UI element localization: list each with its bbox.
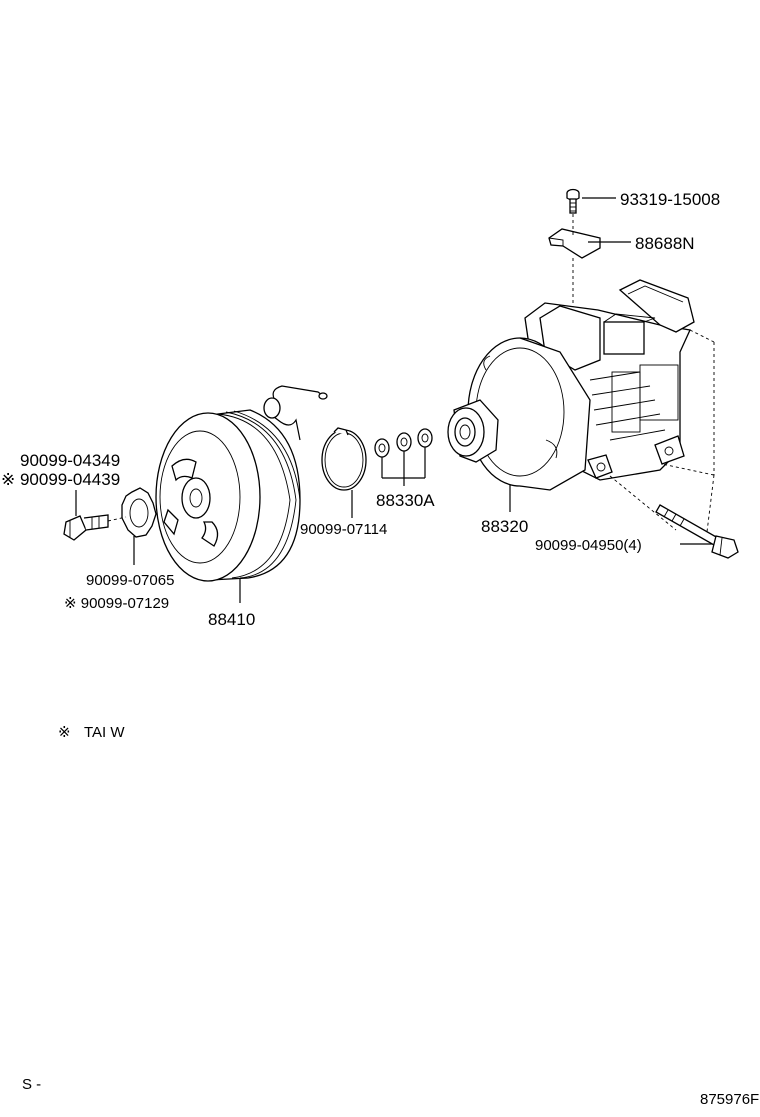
clutch-part <box>155 385 328 582</box>
compressor-part <box>447 279 715 541</box>
label-snap-ring: 90099-07114 <box>300 521 387 538</box>
long-bolt-part <box>655 504 739 559</box>
label-bolt-left-1: 90099-04349 <box>20 451 120 470</box>
label-shims: 88330A <box>376 491 435 510</box>
shims-part <box>374 428 433 458</box>
top-bolt-part <box>566 188 580 214</box>
bracket-part <box>548 214 601 259</box>
snap-ring-part <box>321 427 367 491</box>
corner-left-text: S - <box>22 1076 41 1093</box>
label-compressor: 88320 <box>481 517 528 536</box>
leader-shims <box>381 447 426 486</box>
left-bolt-part <box>63 514 127 541</box>
label-clutch: 88410 <box>208 610 255 629</box>
label-long-bolt: 90099-04950(4) <box>535 537 642 554</box>
label-bolt-left-2: ※ 90099-04439 <box>1 470 120 489</box>
footnote-mark: ※ <box>58 724 71 741</box>
label-bolt-top: 93319-15008 <box>620 190 720 209</box>
footnote-text: TAI W <box>84 724 125 741</box>
label-bracket: 88688N <box>635 234 695 253</box>
washer-part <box>121 487 157 538</box>
label-washer-1: 90099-07065 <box>86 572 174 589</box>
diagram-code: 875976F <box>700 1091 759 1108</box>
label-washer-2: ※ 90099-07129 <box>64 595 169 612</box>
